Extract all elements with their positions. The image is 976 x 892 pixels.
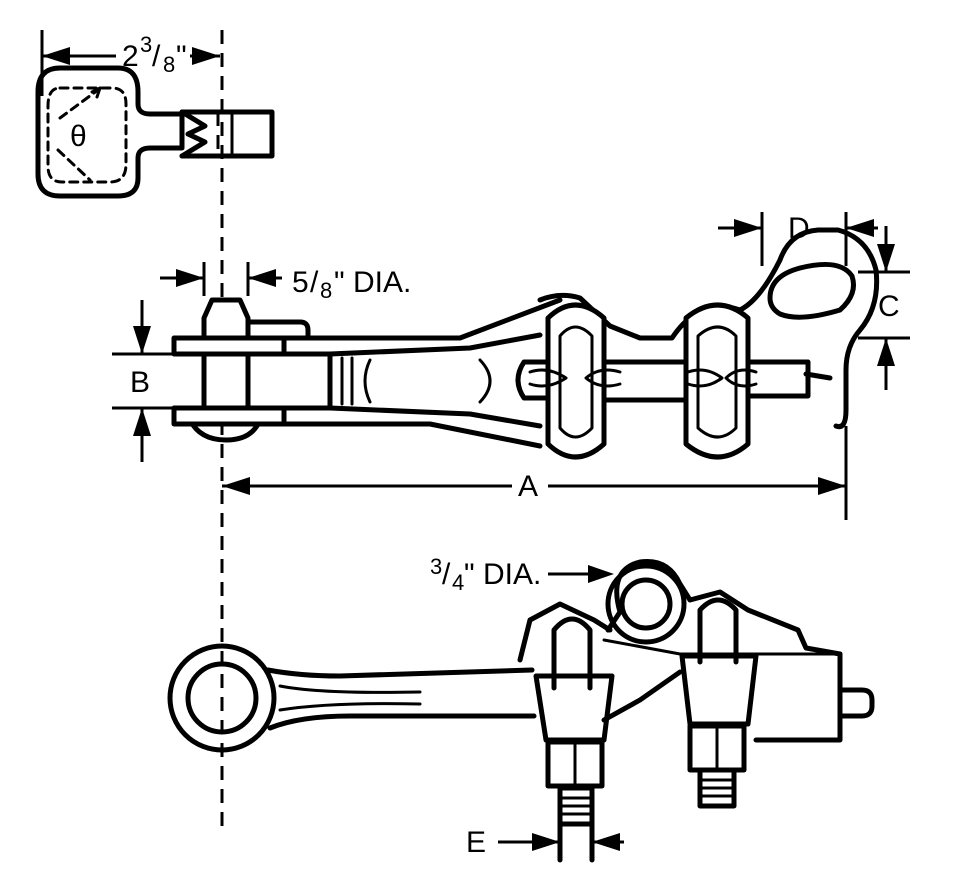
dim-2-3-8-slash: / <box>152 40 161 73</box>
dim-bolt-dia: 3 / 4 " DIA. <box>430 554 614 595</box>
pin-dia-num: 5 <box>292 266 309 299</box>
clamp-bottom-view <box>167 558 875 863</box>
bolt-dia-slash: / <box>442 558 451 591</box>
dim-2-3-8-den: 8 <box>163 52 175 77</box>
dim-E: E <box>466 826 624 859</box>
label-B: B <box>130 366 150 399</box>
eye-inner <box>185 661 259 735</box>
dim-D: D <box>718 212 878 266</box>
bolt-ring-outer <box>605 563 687 645</box>
eye-hole <box>767 261 856 320</box>
bolt-ring-inner <box>619 577 673 631</box>
saddle-left <box>545 302 607 460</box>
dim-pin-dia: 5 / 8 " DIA. <box>160 262 411 303</box>
eye-outer <box>167 643 277 753</box>
label-D: D <box>788 212 810 245</box>
cotter-key-view: θ <box>35 65 275 199</box>
dim-C: C <box>858 226 910 390</box>
dim-2-3-8-whole: 2 <box>122 40 139 73</box>
label-E: E <box>466 826 486 859</box>
dim-A: A <box>222 426 848 520</box>
label-C: C <box>878 290 900 323</box>
dim-2-3-8: 2 3 / 8 " <box>40 30 220 96</box>
pin-dia-rest: " DIA. <box>334 266 411 299</box>
pin-dia-den: 8 <box>320 278 332 303</box>
clevis-pin <box>201 297 251 423</box>
bolt-dia-num: 3 <box>430 554 442 579</box>
dim-2-3-8-num: 3 <box>140 32 152 57</box>
dim-2-3-8-unit: " <box>176 40 187 73</box>
clamp-side-view <box>171 227 880 460</box>
dim-B: B <box>112 300 176 462</box>
pin-dia-slash: / <box>310 266 319 299</box>
label-A: A <box>518 470 538 503</box>
bolt-dia-den: 4 <box>452 570 464 595</box>
pin-slot-body <box>179 109 275 159</box>
cotter-symbol: θ <box>70 120 87 153</box>
bolt-dia-rest: " DIA. <box>464 558 541 591</box>
